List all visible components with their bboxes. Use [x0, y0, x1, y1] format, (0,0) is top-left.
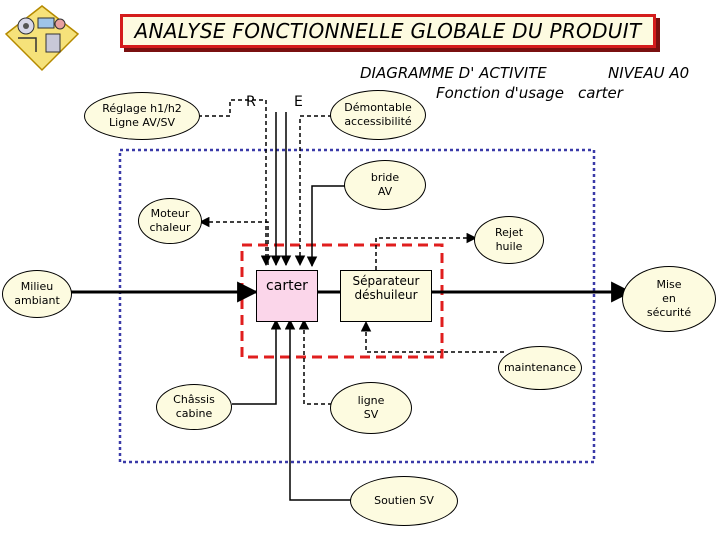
link-soutien [284, 318, 352, 501]
product-logo [2, 4, 80, 74]
link-chassis [232, 318, 282, 405]
page-title: ANALYSE FONCTIONNELLE GLOBALE DU PRODUIT [120, 14, 656, 48]
link-rejet [375, 232, 478, 270]
node-reglage: Réglage h1/h2 Ligne AV/SV [84, 92, 200, 140]
label-e: E [294, 94, 303, 110]
node-moteur: Moteur chaleur [138, 198, 202, 244]
box-separateur: Séparateur déshuileur [340, 270, 432, 322]
function-label: Fonction d'usage [436, 84, 564, 102]
link-ligne [298, 318, 332, 405]
node-chassis: Châssis cabine [156, 384, 232, 430]
label-r: R [246, 94, 256, 110]
node-rejet: Rejet huile [474, 216, 544, 264]
link-moteur [198, 216, 269, 265]
level-label: NIVEAU A0 [608, 64, 690, 82]
link-bride [306, 185, 346, 268]
link-demontable [294, 115, 332, 267]
box-carter: carter [256, 270, 318, 322]
node-ligne: ligne SV [330, 382, 412, 434]
node-mise: Mise en sécurité [622, 266, 716, 332]
link-reglage [198, 99, 272, 267]
system-boundary [118, 148, 596, 464]
product-label: carter [578, 84, 623, 102]
node-bride: bride AV [344, 160, 426, 210]
diagram-type-label: DIAGRAMME D' ACTIVITE [360, 64, 547, 82]
node-milieu: Milieu ambiant [2, 270, 72, 318]
node-soutien: Soutien SV [350, 476, 458, 526]
link-maintenance [360, 320, 504, 353]
node-maintenance: maintenance [498, 346, 582, 390]
node-demontable: Démontable accessibilité [330, 90, 426, 140]
